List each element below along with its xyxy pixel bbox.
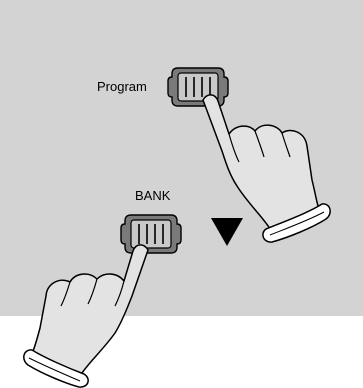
program-label: Program — [97, 79, 147, 94]
bank-label: BANK — [135, 188, 171, 203]
program-button[interactable] — [168, 68, 228, 106]
bank-button[interactable] — [121, 215, 181, 253]
